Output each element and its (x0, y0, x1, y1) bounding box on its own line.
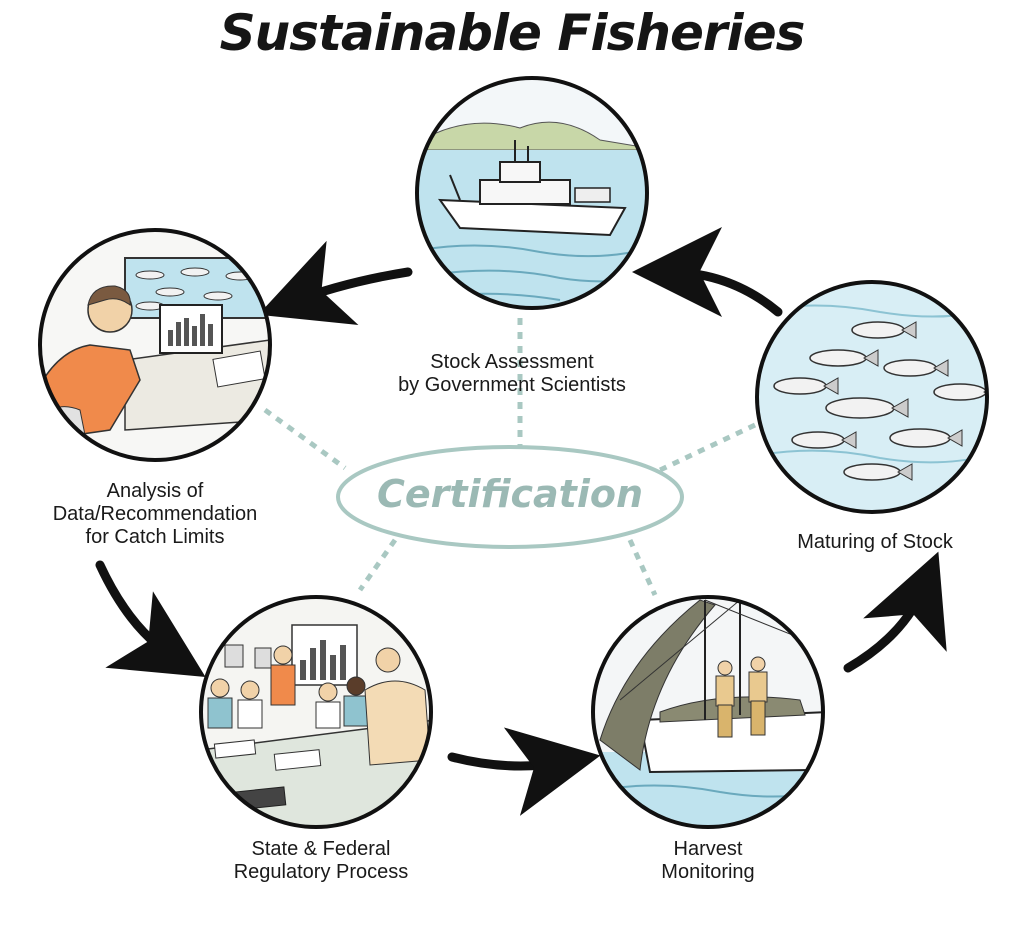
stage-label-line: for Catch Limits (85, 526, 225, 548)
certification-label: Certification (376, 472, 644, 516)
stage-label-line: Regulatory Process (233, 861, 409, 883)
analysis-illustration (38, 228, 272, 462)
maturing-stock-illustration (755, 280, 989, 514)
arrow-analysis-to-regulatory (95, 560, 206, 678)
person-icon (343, 676, 369, 727)
fish-icon (851, 321, 917, 339)
regulatory-process-illustration (199, 595, 433, 829)
fish-icon (773, 377, 839, 395)
person-icon (237, 680, 263, 729)
stage-label-line: Harvest (673, 838, 743, 860)
harvest-monitoring-illustration (591, 595, 825, 829)
stage-label-line: Stock Assessment (430, 351, 594, 373)
dotted-connectors (263, 318, 757, 597)
arrow-maturing-to-assessment (632, 227, 783, 318)
stock-assessment-illustration (415, 76, 649, 310)
stage-label-analysis: Analysis of Data/Recommendation for Catc… (20, 480, 290, 549)
stage-label-line: Maturing of Stock (797, 531, 953, 553)
connector-left (263, 407, 347, 471)
fish-icon (843, 463, 913, 481)
cycle-arrows (95, 227, 947, 816)
stage-label-maturing: Maturing of Stock (760, 531, 990, 554)
stage-label-line: State & Federal (251, 838, 391, 860)
stage-label-line: by Government Scientists (398, 374, 626, 396)
arrow-regulatory-to-harvest (447, 727, 601, 816)
person-icon (364, 647, 431, 766)
fish-icon (825, 397, 909, 419)
stage-label-line: Data/Recommendation (52, 503, 258, 525)
connector-bottom-left (357, 538, 398, 592)
person-icon (315, 682, 341, 729)
certification-ring (336, 445, 684, 549)
connector-bottom-right (627, 538, 658, 597)
fisherman-icon (715, 660, 735, 738)
person-icon (207, 678, 233, 729)
connector-right (658, 422, 757, 473)
fish-icon (791, 431, 857, 449)
stage-label-line: Monitoring (661, 861, 755, 883)
stage-label-regulatory: State & Federal Regulatory Process (191, 838, 451, 884)
fish-icon (883, 359, 949, 377)
stage-label-stock-assessment: Stock Assessment by Government Scientist… (362, 351, 662, 397)
arrow-assessment-to-analysis (258, 240, 413, 326)
arrow-harvest-to-maturing (843, 551, 947, 673)
page-title: Sustainable Fisheries (219, 4, 806, 62)
fish-icon (809, 349, 879, 367)
stage-label-harvest: Harvest Monitoring (598, 838, 818, 884)
person-icon (270, 645, 296, 706)
fisherman-icon (748, 656, 768, 736)
stage-label-line: Analysis of (106, 480, 204, 502)
fish-icon (889, 428, 963, 448)
